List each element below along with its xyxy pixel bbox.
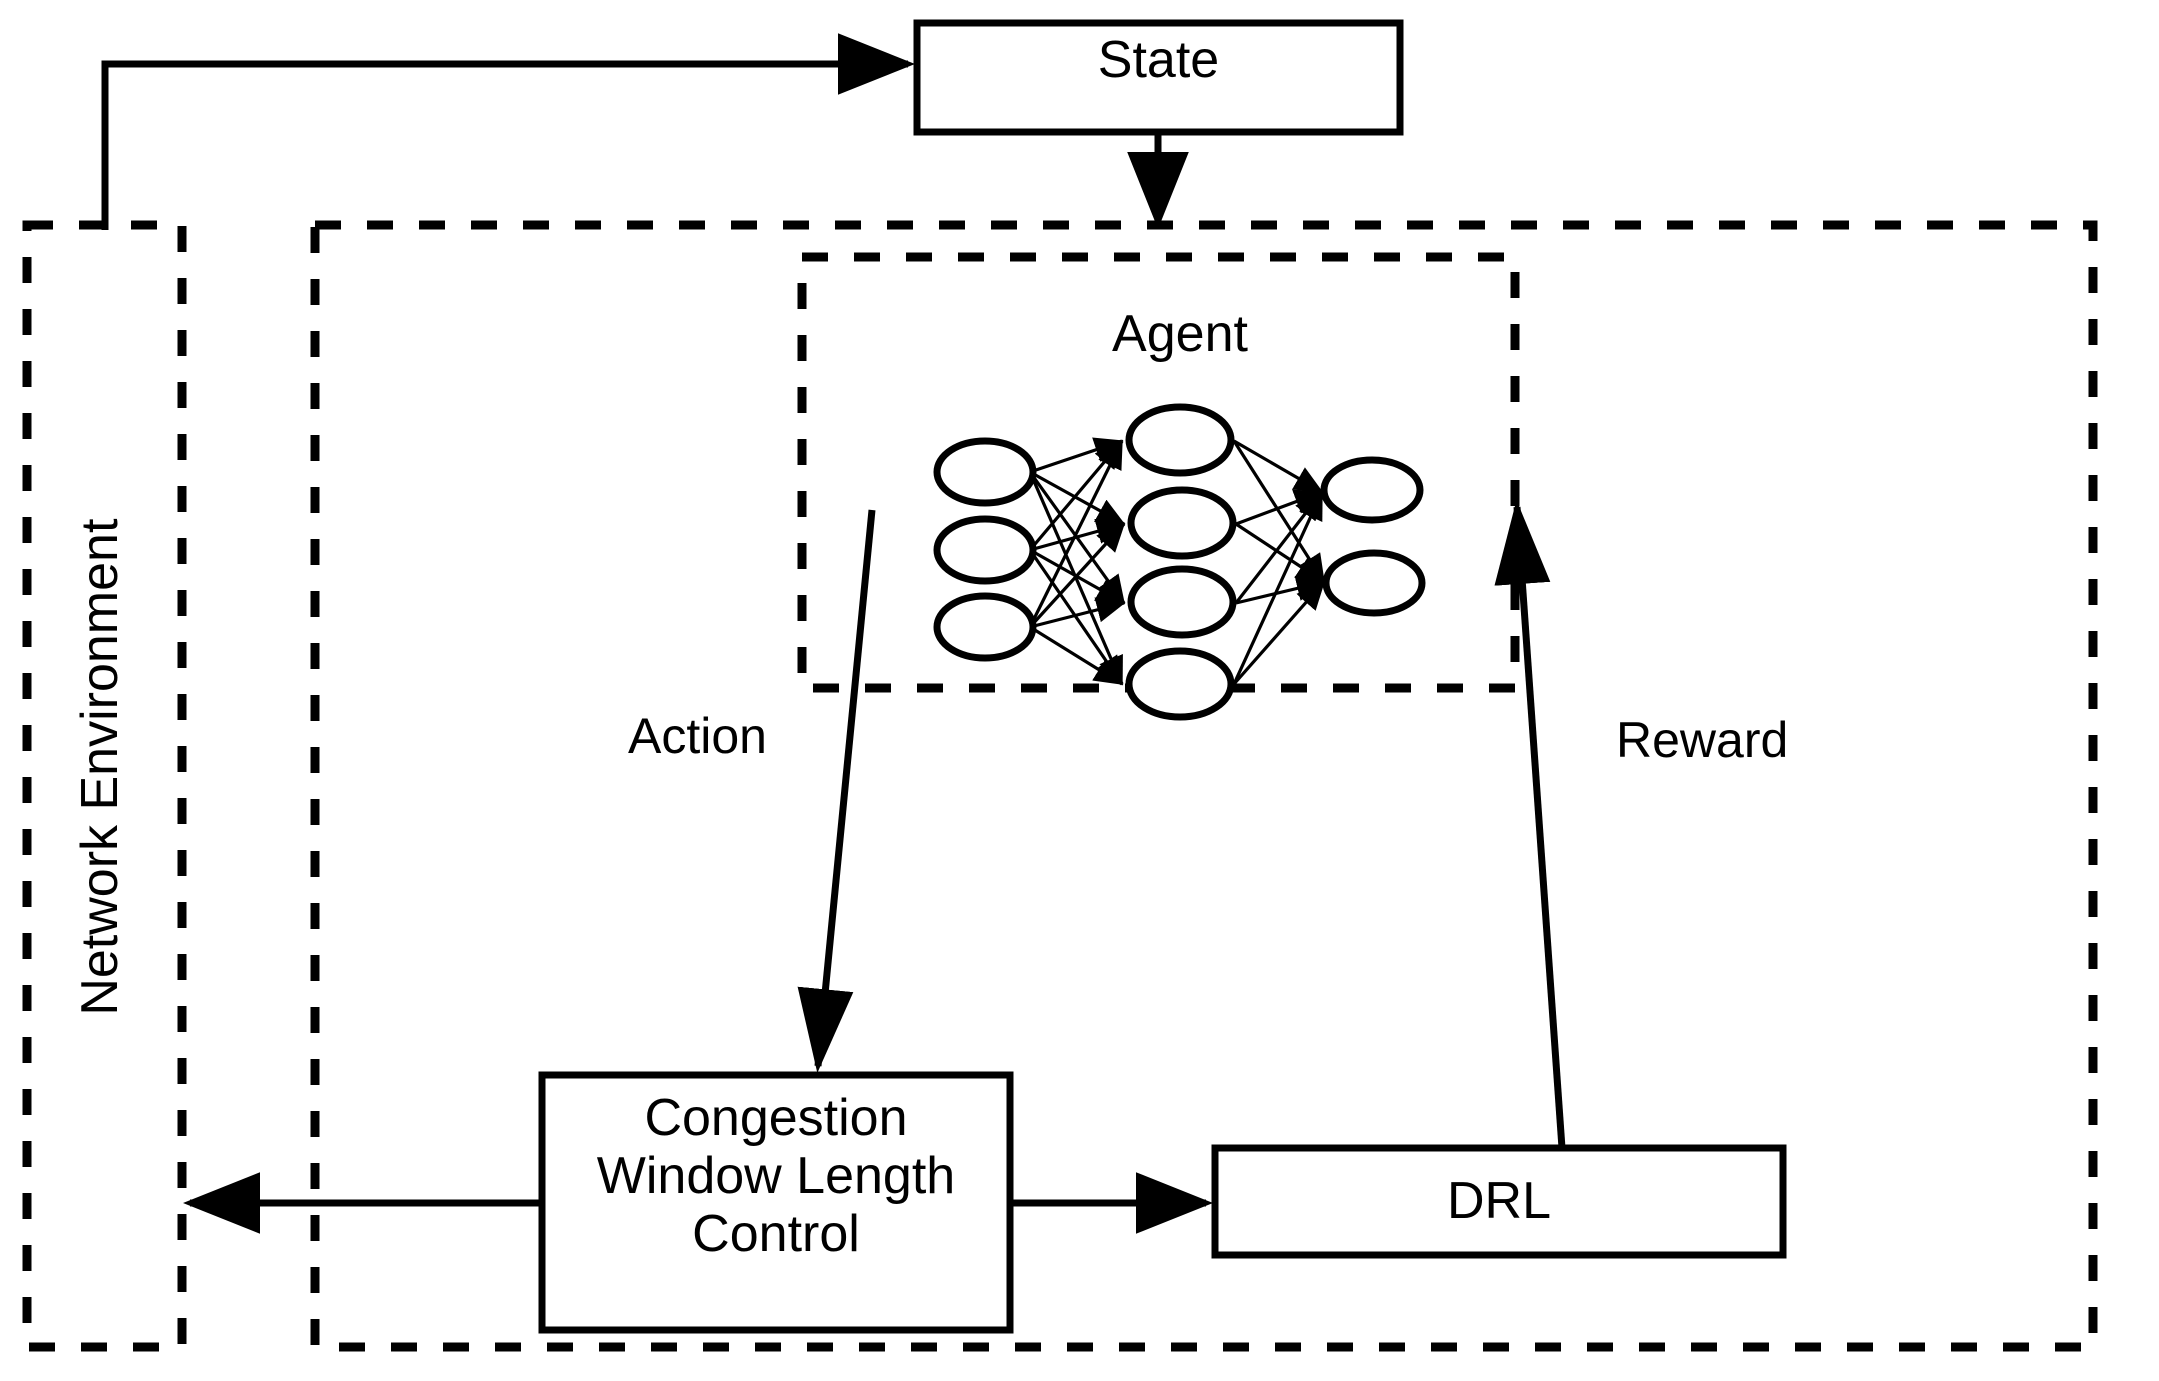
arrow-reward bbox=[1494, 500, 1566, 1149]
nn-node-hidden-3 bbox=[1127, 565, 1237, 639]
nn-node-output-1 bbox=[1320, 456, 1424, 524]
nn-output-layer bbox=[1320, 456, 1426, 617]
nn-node-input-1 bbox=[933, 437, 1037, 507]
nn-hidden-layer bbox=[1125, 403, 1237, 721]
congestion-control-box bbox=[538, 1071, 1014, 1334]
nn-node-output-2 bbox=[1322, 549, 1426, 617]
nn-edges-hidden-output bbox=[1232, 439, 1326, 686]
arrow-action bbox=[797, 509, 876, 1073]
congestion-control-label: Congestion Window Length Control bbox=[596, 1089, 956, 1264]
drl-box bbox=[1211, 1144, 1787, 1259]
arrow-env-to-state bbox=[101, 33, 915, 230]
action-label: Action bbox=[628, 708, 767, 764]
nn-node-hidden-1 bbox=[1125, 403, 1235, 477]
drl-label: DRL bbox=[1446, 1172, 1552, 1230]
state-label: State bbox=[1097, 31, 1220, 89]
nn-node-input-3 bbox=[933, 592, 1037, 662]
nn-input-layer bbox=[933, 437, 1037, 662]
network-environment-label: Network Environment bbox=[70, 518, 129, 1016]
nn-node-hidden-4 bbox=[1125, 647, 1235, 721]
agent-label: Agent bbox=[1112, 305, 1248, 363]
neural-network-diagram bbox=[933, 403, 1426, 721]
reward-label: Reward bbox=[1616, 712, 1789, 768]
nn-node-hidden-2 bbox=[1127, 486, 1237, 560]
nn-node-input-2 bbox=[933, 515, 1037, 585]
nn-edges-input-hidden bbox=[1028, 437, 1126, 686]
system-boundary-box bbox=[310, 220, 2098, 1352]
